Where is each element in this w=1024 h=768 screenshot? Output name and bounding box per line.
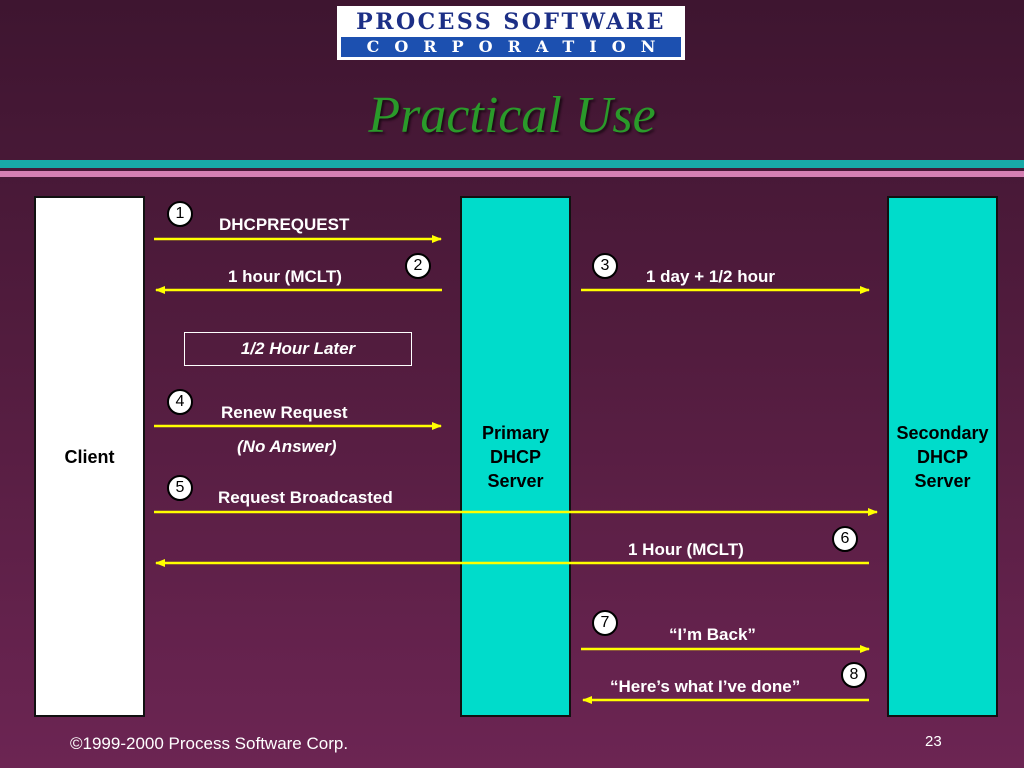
label-heres-what: “Here’s what I’ve done” bbox=[610, 677, 801, 696]
client-label: Client bbox=[64, 446, 115, 467]
label-one-hour-mclt-2: 1 Hour (MCLT) bbox=[628, 540, 744, 559]
step-badge-7: 7 bbox=[592, 610, 618, 636]
step-badge-6: 6 bbox=[832, 526, 858, 552]
copyright-footer: ©1999-2000 Process Software Corp. bbox=[70, 734, 349, 753]
primary-server-label: Primary DHCP Server bbox=[481, 422, 550, 491]
page-number: 23 bbox=[925, 733, 942, 750]
title-divider-pink bbox=[0, 171, 1024, 177]
primary-server-box: Primary DHCP Server bbox=[460, 196, 571, 717]
label-no-answer: (No Answer) bbox=[237, 437, 337, 456]
client-box: Client bbox=[34, 196, 145, 717]
step-badge-8: 8 bbox=[841, 662, 867, 688]
label-request-broadcasted: Request Broadcasted bbox=[218, 488, 393, 507]
logo-bottom-text: CORPORATION bbox=[341, 37, 681, 57]
company-logo: PROCESS SOFTWARE CORPORATION bbox=[337, 6, 685, 60]
title-divider-teal bbox=[0, 160, 1024, 168]
step-badge-5: 5 bbox=[167, 475, 193, 501]
logo-top-text: PROCESS SOFTWARE bbox=[356, 9, 666, 35]
label-renew-request: Renew Request bbox=[221, 403, 348, 422]
step-badge-1: 1 bbox=[167, 201, 193, 227]
label-one-day-half-hour: 1 day + 1/2 hour bbox=[646, 267, 775, 286]
label-one-hour-mclt: 1 hour (MCLT) bbox=[228, 267, 342, 286]
step-badge-4: 4 bbox=[167, 389, 193, 415]
half-hour-later-box: 1/2 Hour Later bbox=[184, 332, 412, 366]
label-dhcprequest: DHCPREQUEST bbox=[219, 215, 350, 234]
step-badge-3: 3 bbox=[592, 253, 618, 279]
secondary-server-label: Secondary DHCP Server bbox=[896, 422, 989, 491]
secondary-server-box: Secondary DHCP Server bbox=[887, 196, 998, 717]
slide-title: Practical Use bbox=[368, 87, 656, 144]
label-im-back: “I’m Back” bbox=[669, 625, 756, 644]
step-badge-2: 2 bbox=[405, 253, 431, 279]
